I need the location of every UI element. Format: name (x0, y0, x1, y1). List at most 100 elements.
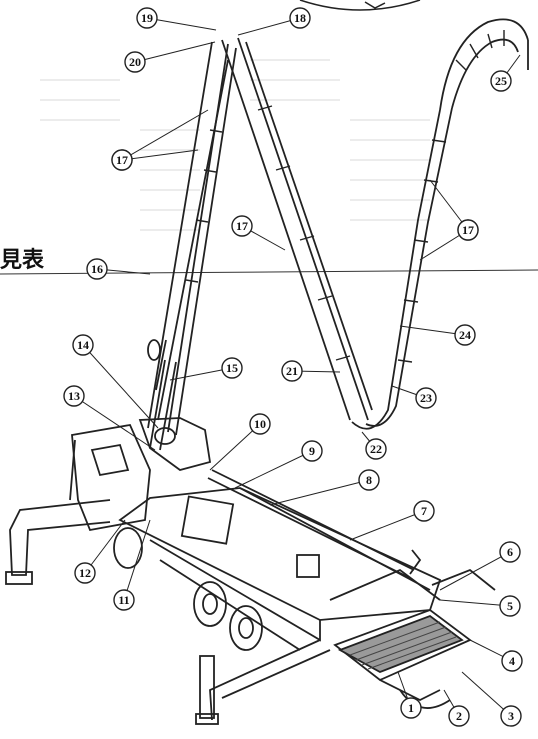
callout-label-14: 14 (77, 338, 89, 352)
callout-16: 16 (86, 258, 151, 280)
callout-leader-18 (237, 17, 301, 36)
callout-label-17e: 17 (462, 223, 474, 237)
callout-circle-12 (74, 562, 96, 584)
callout-circle-21 (281, 360, 303, 382)
callout-label-7: 7 (421, 504, 427, 518)
front-outrigger-left (5, 499, 111, 585)
pipe-clamps (185, 30, 505, 363)
turret (138, 339, 212, 471)
callout-label-20: 20 (129, 55, 141, 69)
callout-label-18: 18 (294, 11, 306, 25)
callout-10: 10 (209, 413, 271, 471)
callout-4: 4 (469, 639, 523, 672)
callout-circle-1 (400, 697, 422, 719)
callout-label-10: 10 (254, 417, 266, 431)
callout-leader-17d (121, 149, 199, 161)
callout-leader-14 (82, 344, 159, 429)
callout-circle-17b (231, 215, 253, 237)
callout-circle-18 (289, 7, 311, 29)
callout-leader-7 (349, 510, 425, 541)
callout-circle-6 (499, 541, 521, 563)
callout-circle-23 (415, 387, 437, 409)
callout-18: 18 (237, 7, 311, 36)
callout-12: 12 (74, 519, 126, 584)
callout-circle-9 (301, 440, 323, 462)
callout-label-1: 1 (408, 701, 414, 715)
callout-leader-20 (134, 41, 216, 63)
callout-circle-8 (358, 469, 380, 491)
callout-circle-4 (501, 650, 523, 672)
callout-circle-15 (221, 357, 243, 379)
callout-17b: 17 (231, 215, 286, 251)
background-text-ghost (40, 59, 430, 231)
callout-label-6: 6 (507, 545, 513, 559)
callout-7: 7 (349, 500, 435, 541)
callout-label-17b: 17 (236, 219, 248, 233)
callout-label-19: 19 (141, 11, 153, 25)
hopper-grate (349, 621, 457, 670)
callout-label-9: 9 (309, 444, 315, 458)
callout-leader-6 (439, 551, 511, 591)
heading-fragment: 見表 (0, 248, 45, 273)
top-arc (299, 0, 421, 11)
callouts: 1234567891011121314151617171717171819202… (63, 7, 523, 727)
callout-label-13: 13 (68, 389, 80, 403)
callout-circle-17d (111, 149, 133, 171)
callout-3: 3 (461, 671, 522, 727)
callout-14: 14 (72, 334, 159, 429)
callout-21: 21 (281, 360, 341, 382)
callout-25: 25 (490, 54, 521, 92)
callout-20: 20 (124, 41, 216, 73)
callout-circle-2 (448, 705, 470, 727)
callout-1: 1 (397, 671, 422, 719)
callout-label-3: 3 (508, 709, 514, 723)
callout-circle-19 (136, 7, 158, 29)
callout-leader-13 (73, 395, 156, 451)
callout-label-25: 25 (495, 74, 507, 88)
callout-leader-5 (439, 599, 511, 607)
callout-circle-5 (499, 595, 521, 617)
callout-circle-17e (457, 219, 479, 241)
callout-leader-17a (121, 109, 209, 161)
callout-label-16: 16 (91, 262, 103, 276)
callout-6: 6 (439, 541, 521, 591)
callout-label-15: 15 (226, 361, 238, 375)
callout-leader-19 (146, 17, 217, 31)
callout-label-4: 4 (509, 654, 515, 668)
callout-2: 2 (443, 689, 470, 727)
callout-circle-22 (365, 438, 387, 460)
callout-15: 15 (169, 357, 243, 381)
callout-leader-9 (234, 450, 313, 489)
callout-label-2: 2 (456, 709, 462, 723)
callout-label-12: 12 (79, 566, 91, 580)
callout-circle-14 (72, 334, 94, 356)
wheels (113, 527, 263, 651)
boom-section-3 (351, 18, 529, 430)
top-arc-part (364, 1, 386, 9)
callout-leader-3 (461, 671, 512, 717)
callout-label-23: 23 (420, 391, 432, 405)
callout-circle-11 (113, 589, 135, 611)
callout-circle-16 (86, 258, 108, 280)
callout-label-17d: 17 (116, 153, 128, 167)
callout-5: 5 (439, 595, 521, 617)
callout-leader-11 (123, 519, 151, 601)
callout-9: 9 (234, 440, 323, 489)
callout-label-24: 24 (459, 328, 471, 342)
hopper (329, 568, 472, 709)
callout-leader-10 (209, 423, 261, 471)
callout-13: 13 (63, 385, 156, 451)
callout-8: 8 (269, 469, 380, 506)
boom-section-2 (157, 37, 373, 421)
callout-circle-24 (454, 324, 476, 346)
callout-17e: 17 (429, 179, 479, 241)
callout-label-21: 21 (286, 364, 298, 378)
callout-leader-12 (84, 519, 126, 574)
horizon-line (0, 269, 538, 275)
callout-leader-24 (399, 325, 466, 336)
callout-24: 24 (399, 324, 476, 346)
callout-23: 23 (391, 385, 437, 409)
rear-outrigger (195, 568, 496, 725)
callout-19: 19 (136, 7, 217, 31)
